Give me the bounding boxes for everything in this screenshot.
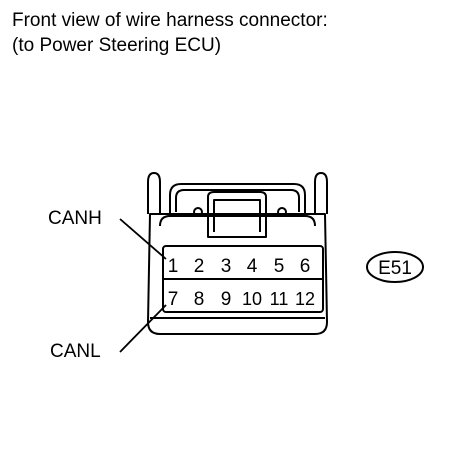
pin-3: 3 bbox=[221, 256, 232, 277]
pin-12: 12 bbox=[295, 289, 315, 309]
connector-code-badge bbox=[366, 251, 424, 283]
pin-numbers: 1 2 3 4 5 6 7 8 9 10 11 12 bbox=[168, 256, 315, 310]
pin-5: 5 bbox=[274, 256, 285, 277]
canh-label: CANH bbox=[48, 208, 102, 229]
pin-7: 7 bbox=[168, 289, 179, 310]
canl-label: CANL bbox=[50, 341, 101, 362]
connector-code: E51 bbox=[378, 258, 412, 279]
pin-6: 6 bbox=[300, 256, 311, 277]
caption-title: Front view of wire harness connector: bbox=[12, 10, 328, 31]
pin-1: 1 bbox=[168, 256, 179, 277]
pin-4: 4 bbox=[247, 256, 258, 277]
diagram-caption: Front view of wire harness connector: (t… bbox=[12, 8, 328, 58]
pin-10: 10 bbox=[242, 289, 262, 309]
pin-9: 9 bbox=[221, 289, 232, 310]
pin-8: 8 bbox=[194, 289, 205, 310]
canh-leader bbox=[119, 218, 167, 260]
caption-subtitle: (to Power Steering ECU) bbox=[12, 35, 222, 56]
pin-grid bbox=[162, 245, 324, 313]
connector-housing bbox=[147, 172, 328, 335]
canl-leader bbox=[119, 304, 167, 353]
pin-11: 11 bbox=[270, 289, 289, 309]
pin-2: 2 bbox=[194, 256, 205, 277]
